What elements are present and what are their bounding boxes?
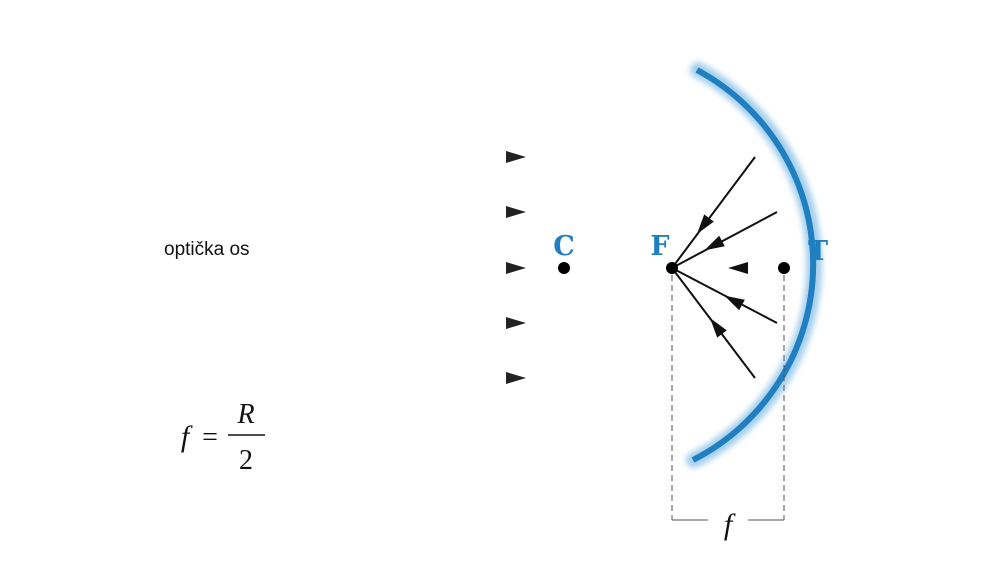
arrowhead-axis <box>506 262 526 274</box>
incident-rays <box>150 156 784 379</box>
arrowhead-1 <box>506 151 526 163</box>
arrowhead-2 <box>506 206 526 218</box>
reflected-arrowhead-axis <box>728 262 748 274</box>
focal-length-dimension <box>671 275 785 521</box>
reflected-arrowhead-4 <box>724 295 745 311</box>
concave-mirror <box>686 62 823 468</box>
reflected-arrowheads <box>697 214 748 338</box>
vertex-label: T <box>808 236 828 267</box>
optical-axis-label: optička os <box>164 239 250 260</box>
incident-arrowheads <box>506 151 526 384</box>
arrowhead-4 <box>506 317 526 329</box>
focus-label: F <box>650 231 669 262</box>
reflected-arrowhead-1 <box>697 214 714 235</box>
dimension-label: f <box>724 508 736 541</box>
formula-denominator: 2 <box>239 445 253 476</box>
reflected-ray-2 <box>671 211 778 269</box>
center-point <box>558 262 570 274</box>
reflected-ray-4 <box>671 267 778 324</box>
reflected-ray-1 <box>671 156 756 269</box>
focus-point <box>666 262 678 274</box>
center-label: C <box>553 231 575 262</box>
mirror-surface <box>691 67 817 463</box>
formula-numerator: R <box>236 399 254 430</box>
reflected-arrowhead-5 <box>710 317 727 338</box>
arrowhead-5 <box>506 372 526 384</box>
key-points <box>558 262 790 274</box>
mirror-glow <box>686 62 823 468</box>
vertex-point <box>778 262 790 274</box>
focal-length-formula: f = R 2 <box>181 399 265 476</box>
reflected-arrowhead-2 <box>704 235 725 251</box>
formula-lhs: f <box>181 420 193 453</box>
formula-equals: = <box>202 422 218 453</box>
